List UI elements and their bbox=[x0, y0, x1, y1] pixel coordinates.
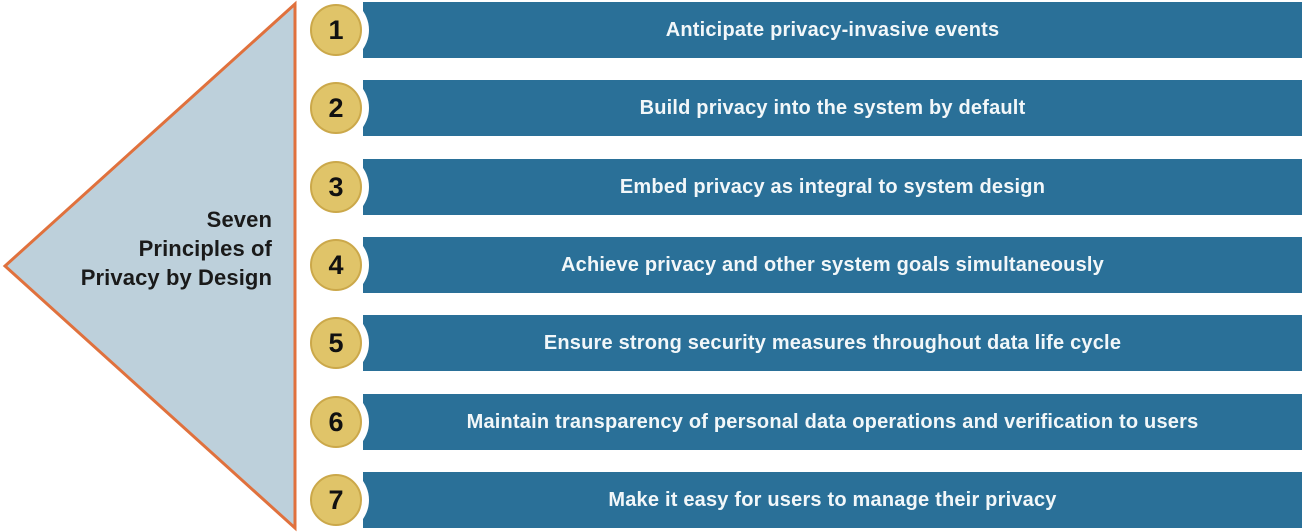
principle-row-3: Embed privacy as integral to system desi… bbox=[0, 159, 1302, 215]
principle-number: 7 bbox=[328, 484, 344, 515]
principle-number: 3 bbox=[328, 171, 344, 202]
principle-number-badge-5: 5 bbox=[310, 317, 362, 369]
principle-number: 6 bbox=[328, 406, 344, 437]
principle-number: 2 bbox=[328, 92, 344, 123]
principle-bar-5: Ensure strong security measures througho… bbox=[363, 315, 1302, 371]
principle-number-badge-1: 1 bbox=[310, 4, 362, 56]
principle-bar-3: Embed privacy as integral to system desi… bbox=[363, 159, 1302, 215]
title-line-1: Seven bbox=[206, 207, 272, 232]
principle-number-badge-4: 4 bbox=[310, 239, 362, 291]
principle-number: 4 bbox=[328, 249, 344, 280]
principle-row-6: Maintain transparency of personal data o… bbox=[0, 394, 1302, 450]
principle-bar-2: Build privacy into the system by default bbox=[363, 80, 1302, 136]
principle-number-badge-7: 7 bbox=[310, 474, 362, 526]
title-line-2: Principles of bbox=[138, 236, 272, 261]
principle-bar-6: Maintain transparency of personal data o… bbox=[363, 394, 1302, 450]
principle-label: Build privacy into the system by default bbox=[639, 96, 1026, 119]
principle-row-2: Build privacy into the system by default… bbox=[0, 80, 1302, 136]
principle-label: Anticipate privacy-invasive events bbox=[665, 18, 1000, 41]
principle-bar-1: Anticipate privacy-invasive events bbox=[363, 2, 1302, 58]
principle-row-5: Ensure strong security measures througho… bbox=[0, 315, 1302, 371]
principle-bar-4: Achieve privacy and other system goals s… bbox=[363, 237, 1302, 293]
principle-number: 1 bbox=[328, 14, 344, 45]
principle-label: Make it easy for users to manage their p… bbox=[608, 488, 1057, 511]
triangle-pointer bbox=[2, 0, 297, 532]
principle-number-badge-3: 3 bbox=[310, 161, 362, 213]
principle-label: Achieve privacy and other system goals s… bbox=[560, 253, 1105, 276]
principle-row-1: Anticipate privacy-invasive events 1 bbox=[0, 2, 1302, 58]
principle-label: Embed privacy as integral to system desi… bbox=[619, 175, 1046, 198]
principle-number: 5 bbox=[328, 327, 344, 358]
principle-label: Ensure strong security measures througho… bbox=[543, 331, 1122, 354]
principle-number-badge-2: 2 bbox=[310, 82, 362, 134]
principle-number-badge-6: 6 bbox=[310, 396, 362, 448]
principle-label: Maintain transparency of personal data o… bbox=[466, 410, 1199, 433]
principle-row-7: Make it easy for users to manage their p… bbox=[0, 472, 1302, 528]
principle-row-4: Achieve privacy and other system goals s… bbox=[0, 237, 1302, 293]
diagram-title: Seven Principles of Privacy by Design bbox=[30, 205, 272, 292]
title-line-3: Privacy by Design bbox=[80, 265, 272, 290]
principle-bar-7: Make it easy for users to manage their p… bbox=[363, 472, 1302, 528]
